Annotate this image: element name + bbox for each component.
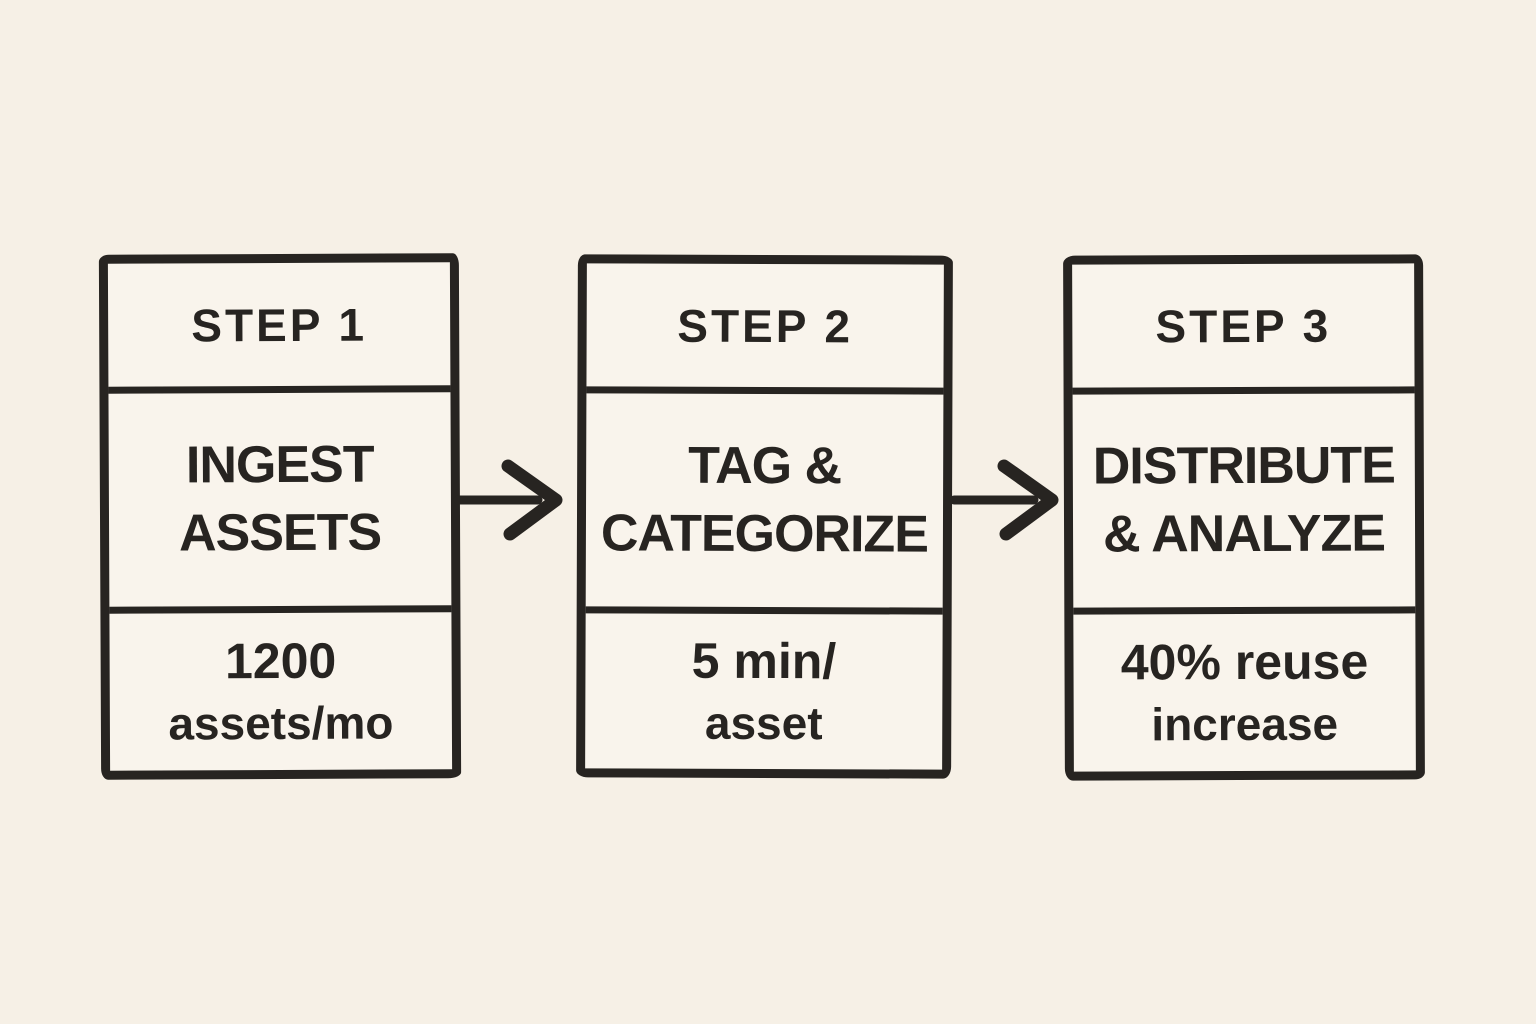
step-2-title-section: TAG & CATEGORIZE	[585, 393, 944, 615]
step-1-metric-section: 1200 assets/mo	[109, 612, 452, 770]
step-3-title-line1: DISTRIBUTE	[1092, 436, 1395, 496]
arrow-right-icon	[453, 459, 563, 541]
step-2-metric-line1: 5 min/	[691, 632, 837, 690]
step-3-header-label: STEP 3	[1155, 299, 1332, 352]
step-3-metric-line1: 40% reuse	[1120, 633, 1369, 691]
step-2-header-label: STEP 2	[677, 299, 854, 352]
step-2-metric-line2: asset	[704, 696, 823, 750]
step-3-title-section: DISTRIBUTE & ANALYZE	[1072, 393, 1416, 615]
arrow-right-icon	[949, 459, 1059, 541]
step-1-header-section: STEP 1	[107, 262, 451, 394]
flow-arrow-2	[948, 452, 1068, 548]
step-1-metric-line1: 1200	[224, 632, 337, 690]
step-2-title-line2: CATEGORIZE	[600, 503, 929, 564]
step-2-box: STEP 2 TAG & CATEGORIZE 5 min/ asset	[576, 254, 953, 779]
flow-arrow-1	[452, 452, 572, 548]
step-1-title-section: INGEST ASSETS	[108, 392, 452, 614]
step-3-box: STEP 3 DISTRIBUTE & ANALYZE 40% reuse in…	[1063, 254, 1425, 781]
step-1-title-line2: ASSETS	[178, 503, 382, 562]
step-1-metric-line2: assets/mo	[168, 696, 394, 750]
step-3-metric-section: 40% reuse increase	[1073, 613, 1416, 771]
step-3-header-section: STEP 3	[1072, 263, 1415, 395]
step-1-box: STEP 1 INGEST ASSETS 1200 assets/mo	[98, 253, 462, 780]
step-3-title-line2: & ANALYZE	[1103, 504, 1386, 563]
step-2-header-section: STEP 2	[586, 263, 944, 395]
step-1-header-label: STEP 1	[191, 298, 368, 351]
step-3-metric-line2: increase	[1151, 697, 1339, 751]
step-1-title-line1: INGEST	[185, 435, 374, 495]
step-2-title-line1: TAG &	[688, 436, 842, 496]
step-2-metric-section: 5 min/ asset	[585, 613, 943, 769]
